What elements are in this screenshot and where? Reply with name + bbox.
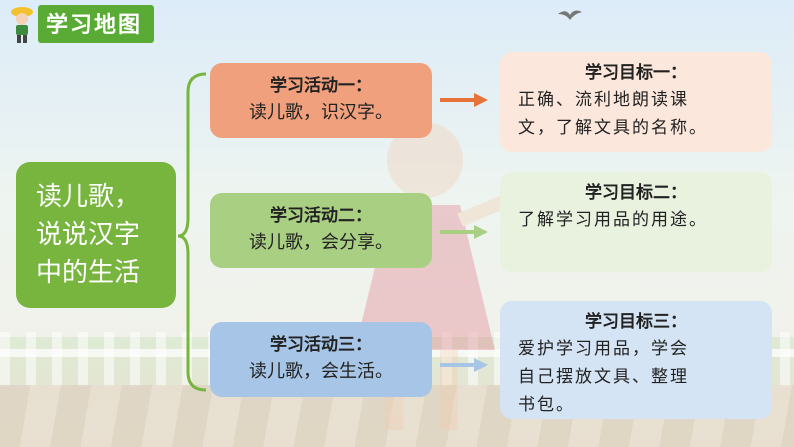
- activity-title: 学习活动二：: [270, 206, 372, 226]
- goal-line: 爱护学习用品，学会: [518, 339, 689, 359]
- main-topic-line: 中的生活: [36, 258, 141, 288]
- goal-box-3: 学习目标三： 爱护学习用品，学会 自己摆放文具、整理 书包。: [500, 301, 772, 419]
- page-title: 学习地图: [38, 5, 155, 43]
- page-header: 学习地图: [10, 4, 155, 44]
- arrow-1: [440, 93, 488, 107]
- goal-line: 正确、流利地朗读课: [518, 90, 689, 110]
- goal-title: 学习目标一：: [585, 63, 687, 83]
- activity-box-3: 学习活动三： 读儿歌，会生活。: [210, 322, 432, 397]
- arrow-3: [440, 358, 488, 372]
- bird-icon: [558, 10, 582, 20]
- main-topic-line: 说说汉字: [36, 220, 141, 250]
- student-avatar-icon: [10, 6, 34, 43]
- goal-box-2: 学习目标二： 了解学习用品的用途。: [500, 172, 772, 272]
- goal-line: 自己摆放文具、整理: [518, 367, 689, 387]
- brace: [177, 72, 207, 392]
- activity-title: 学习活动三：: [270, 335, 372, 355]
- activity-title: 学习活动一：: [270, 76, 372, 96]
- goal-title: 学习目标三：: [585, 312, 687, 332]
- goal-title: 学习目标二：: [585, 183, 687, 203]
- goal-line: 文，了解文具的名称。: [518, 118, 708, 138]
- activity-box-1: 学习活动一： 读儿歌，识汉字。: [210, 63, 432, 138]
- goal-line: 了解学习用品的用途。: [518, 210, 708, 230]
- activity-desc: 读儿歌，会生活。: [249, 361, 393, 382]
- activity-desc: 读儿歌，识汉字。: [249, 102, 393, 123]
- main-topic-box: 读儿歌， 说说汉字 中的生活: [16, 162, 176, 308]
- activity-box-2: 学习活动二： 读儿歌，会分享。: [210, 193, 432, 268]
- activity-desc: 读儿歌，会分享。: [249, 232, 393, 253]
- goal-box-1: 学习目标一： 正确、流利地朗读课 文，了解文具的名称。: [500, 52, 772, 152]
- main-topic-line: 读儿歌，: [36, 182, 141, 212]
- goal-line: 书包。: [518, 395, 575, 415]
- arrow-2: [440, 225, 488, 239]
